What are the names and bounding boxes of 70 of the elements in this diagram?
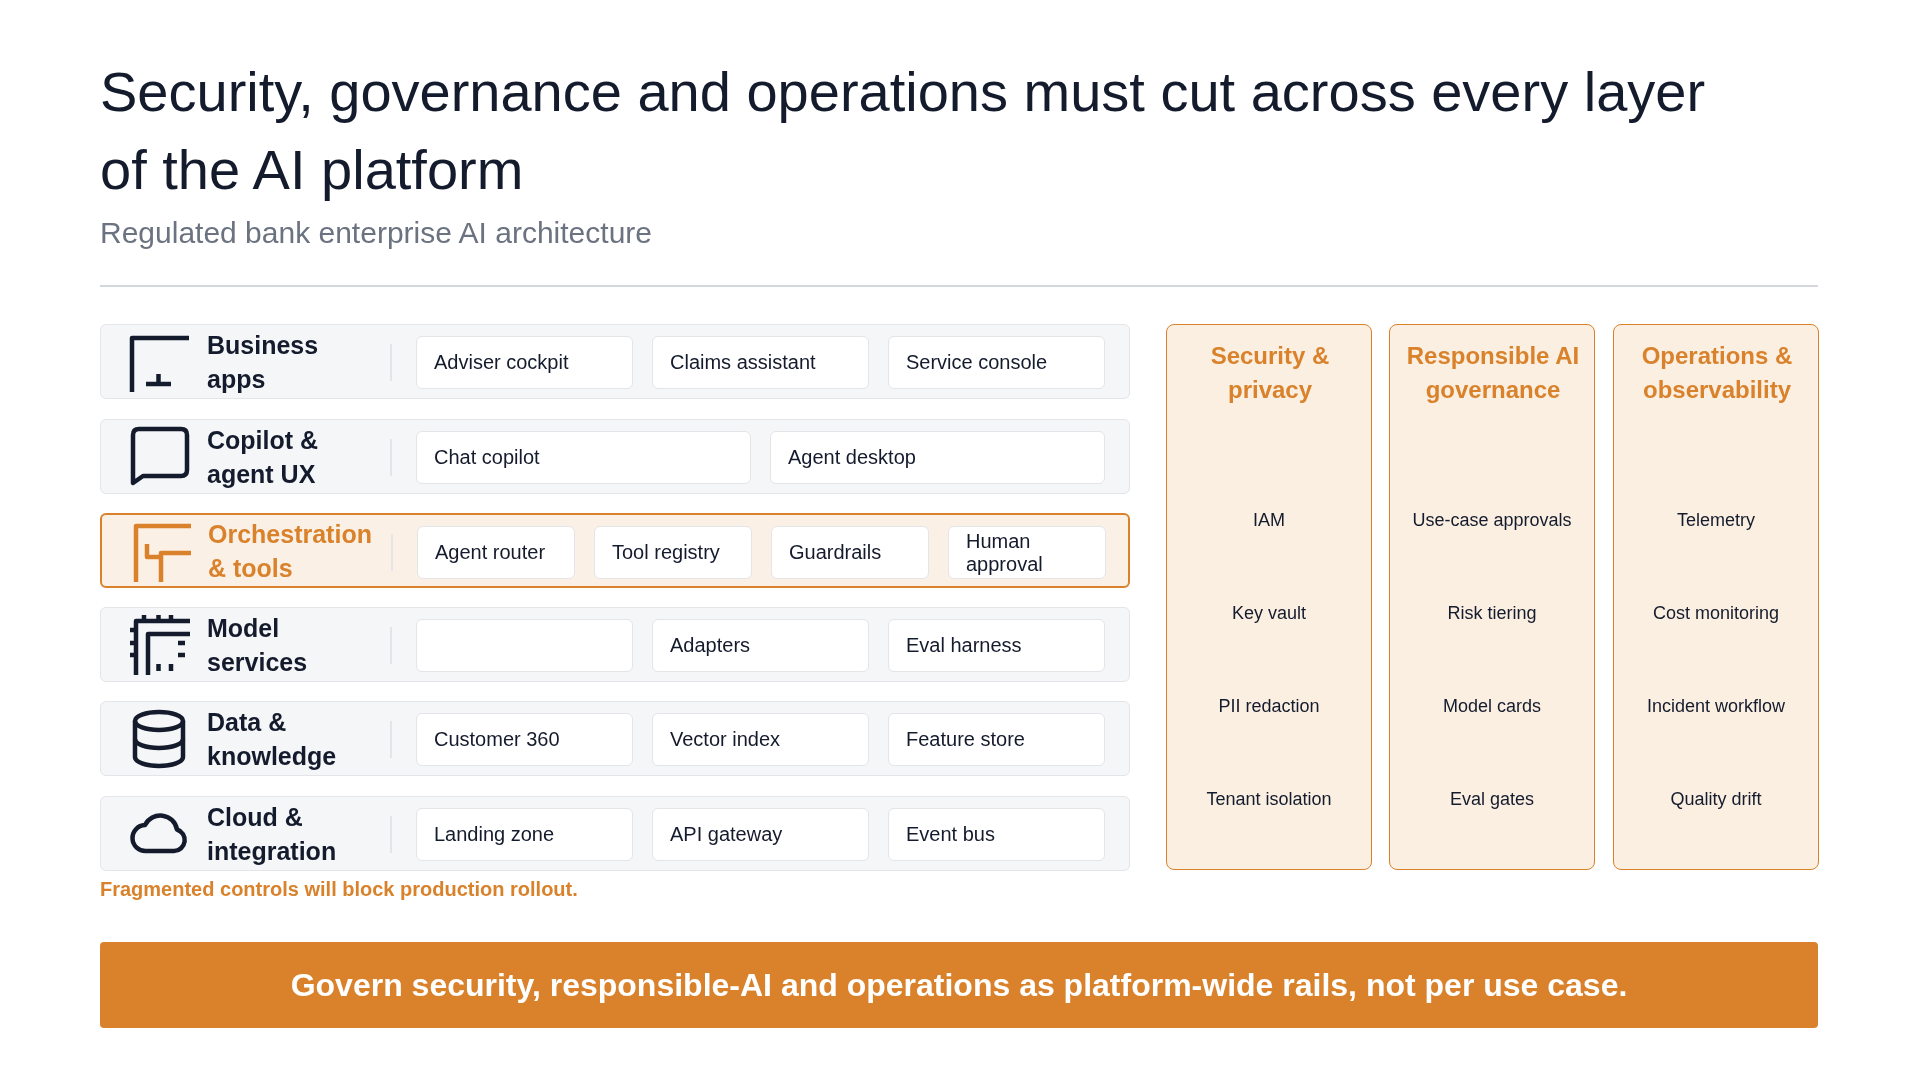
layer-label: Copilot & agent UX	[207, 424, 320, 490]
rail-item: Risk tiering	[1447, 602, 1537, 624]
component-label: Human approval	[966, 529, 1044, 576]
rail-heading: Operations & observability	[1640, 341, 1794, 405]
component-box	[888, 619, 1105, 672]
component-box	[771, 526, 929, 579]
component-box	[652, 713, 869, 766]
component-label: Event bus	[906, 823, 995, 846]
layer-label: Cloud & integration	[207, 801, 338, 867]
rail-item: Cost monitoring	[1652, 602, 1780, 624]
layer-row	[100, 513, 1130, 588]
component-box	[416, 713, 633, 766]
rail-item: Eval gates	[1449, 788, 1535, 810]
component-label: Vector index	[670, 728, 781, 751]
rail-item: Quality drift	[1670, 788, 1762, 810]
rail-heading: Security & privacy	[1209, 341, 1331, 405]
component-label: Service console	[906, 351, 1048, 374]
warning-note: Fragmented controls will block production rollout.	[100, 877, 578, 901]
component-box	[652, 336, 869, 389]
component-box	[888, 808, 1105, 861]
banner-text: Govern security, responsible-AI and operations as platform-wide rails, not per use case.	[290, 966, 1628, 1004]
layer-label: Orchestration & tools	[208, 518, 373, 584]
layer-row	[100, 796, 1130, 871]
layer-row	[100, 324, 1130, 399]
layer-label: Business apps	[207, 329, 320, 395]
layer-label: Data & knowledge	[207, 706, 338, 772]
rail-panel	[1613, 324, 1819, 870]
rail-item: Model cards	[1443, 695, 1541, 717]
rail-item: Key vault	[1232, 602, 1306, 624]
component-label: Adviser cockpit	[434, 351, 569, 374]
component-box	[888, 336, 1105, 389]
component-box	[416, 619, 633, 672]
component-box	[416, 808, 633, 861]
component-box	[594, 526, 752, 579]
component-label: Feature store	[906, 728, 1025, 751]
component-box	[416, 431, 751, 484]
component-box	[888, 713, 1105, 766]
component-label: API gateway	[670, 823, 783, 846]
component-box	[416, 336, 633, 389]
subtitle: Regulated bank enterprise AI architecture	[100, 215, 652, 251]
component-box	[652, 808, 869, 861]
title: Security, governance and operations must cut across every layer of the AI platform	[100, 59, 1707, 203]
component-label: Chat copilot	[434, 446, 540, 469]
component-box	[417, 526, 575, 579]
rail-item: Telemetry	[1677, 509, 1755, 531]
rail-panel	[1166, 324, 1372, 870]
rail-item: Tenant isolation	[1206, 788, 1332, 810]
rail-item: Use-case approvals	[1412, 509, 1572, 531]
component-box	[652, 619, 869, 672]
component-label: Customer 360	[434, 728, 560, 751]
rail-item: PII redaction	[1218, 695, 1320, 717]
layer-row	[100, 701, 1130, 776]
rail-item: Incident workflow	[1646, 695, 1786, 717]
component-label: Eval harness	[906, 634, 1022, 657]
component-label: Guardrails	[789, 541, 882, 564]
rail-heading: Responsible AI governance	[1405, 341, 1581, 405]
layer-row	[100, 607, 1130, 682]
layer-label: Model services	[207, 612, 309, 678]
component-box	[770, 431, 1105, 484]
component-label: Landing zone	[434, 823, 555, 846]
component-label: Claims assistant	[670, 351, 816, 374]
banner	[100, 942, 1818, 1028]
component-label: Agent router	[435, 541, 546, 564]
rail-panel	[1389, 324, 1595, 870]
component-label: Adapters	[670, 634, 751, 657]
layer-row	[100, 419, 1130, 494]
rail-item: IAM	[1253, 509, 1285, 531]
component-label: Agent desktop	[788, 446, 916, 469]
component-label: Tool registry	[612, 541, 720, 564]
component-box	[948, 526, 1106, 579]
